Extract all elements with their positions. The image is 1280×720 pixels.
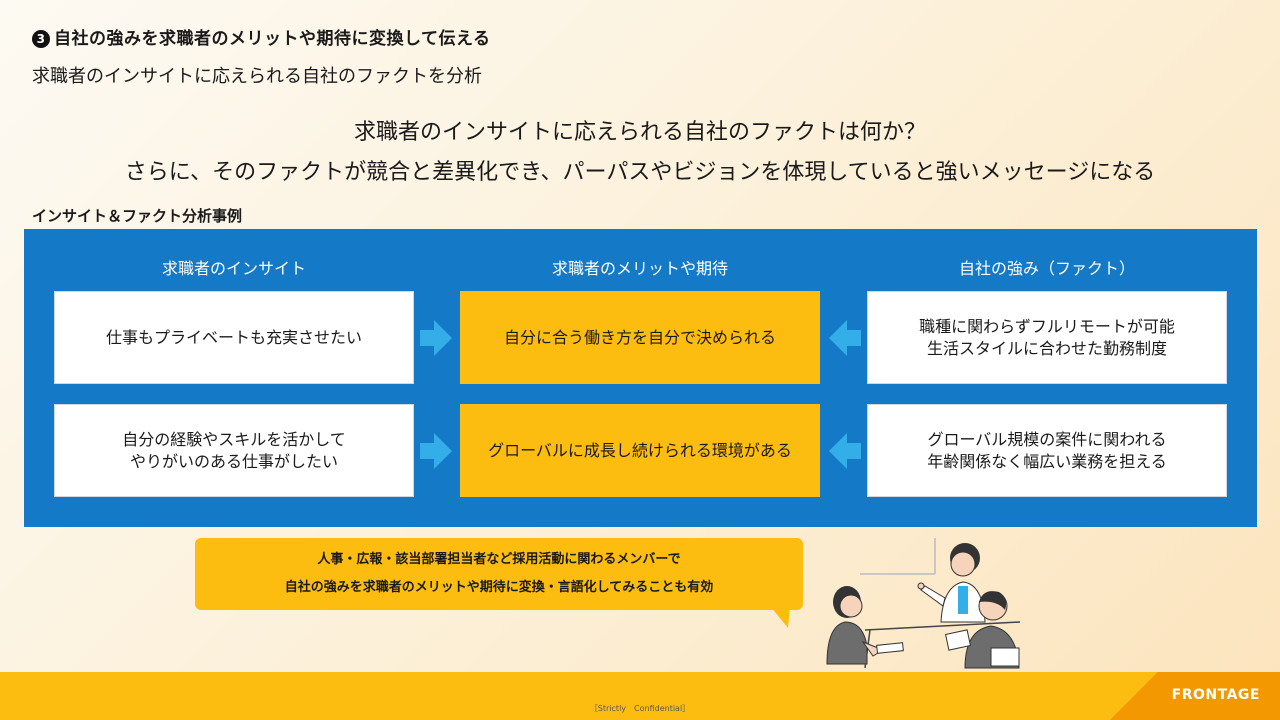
insight-text-line1: 自分の経験やスキルを活かして bbox=[122, 429, 346, 449]
callout-bubble: 人事・広報・該当部署担当者など採用活動に関わるメンバーで 自社の強みを求職者のメ… bbox=[195, 538, 803, 610]
brand-logo: FRONTAGE bbox=[1171, 687, 1260, 703]
insight-card: 自分の経験やスキルを活かして やりがいのある仕事がしたい bbox=[54, 404, 414, 497]
callout-line2: 自社の強みを求職者のメリットや期待に変換・言語化してみることも有効 bbox=[284, 580, 714, 595]
arrow-right-icon bbox=[420, 433, 452, 469]
lead-question: 求職者のインサイトに応えられる自社のファクトは何か？ bbox=[353, 120, 926, 145]
section-label: インサイト＆ファクト分析事例 bbox=[32, 207, 243, 225]
callout-line1: 人事・広報・該当部署担当者など採用活動に関わるメンバーで bbox=[317, 552, 681, 567]
meeting-illustration-icon bbox=[826, 538, 1021, 669]
callout-tail bbox=[770, 606, 790, 628]
insight-text: 仕事もプライベートも充実させたい bbox=[105, 327, 362, 347]
arrow-left-icon bbox=[829, 320, 861, 356]
merit-text: 自分に合う働き方を自分で決められる bbox=[503, 327, 776, 347]
fact-card: グローバル規模の案件に関われる 年齢関係なく幅広い業務を担える bbox=[867, 404, 1227, 497]
arrow-right-icon bbox=[420, 320, 452, 356]
confidential-label: ［Strictly Confidential］ bbox=[589, 704, 691, 713]
arrow-left-icon bbox=[829, 433, 861, 469]
merit-card: 自分に合う働き方を自分で決められる bbox=[460, 291, 820, 384]
insight-text-line2: やりがいのある仕事がしたい bbox=[129, 451, 338, 471]
merit-card: グローバルに成長し続けられる環境がある bbox=[460, 404, 820, 497]
fact-text-line2: 生活スタイルに合わせた勤務制度 bbox=[926, 338, 1167, 358]
column-header-insight: 求職者のインサイト bbox=[161, 259, 306, 278]
fact-text-line1: グローバル規模の案件に関われる bbox=[927, 429, 1167, 449]
merit-text: グローバルに成長し続けられる環境がある bbox=[488, 440, 792, 460]
footer-bar bbox=[0, 672, 1280, 720]
slide-heading-text: 自社の強みを求職者のメリットや期待に変換して伝える bbox=[54, 29, 491, 49]
column-header-merit: 求職者のメリットや期待 bbox=[551, 259, 728, 278]
number-badge: 3 bbox=[32, 30, 50, 48]
fact-text-line1: 職種に関わらずフルリモートが可能 bbox=[919, 316, 1175, 336]
insight-card: 仕事もプライベートも充実させたい bbox=[54, 291, 414, 384]
column-header-fact: 自社の強み（ファクト） bbox=[958, 259, 1135, 278]
fact-card: 職種に関わらずフルリモートが可能 生活スタイルに合わせた勤務制度 bbox=[867, 291, 1227, 384]
slide-subheading: 求職者のインサイトに応えられる自社のファクトを分析 bbox=[32, 66, 482, 87]
fact-text-line2: 年齢関係なく幅広い業務を担える bbox=[927, 451, 1167, 471]
lead-message: さらに、そのファクトが競合と差異化でき、パーパスやビジョンを体現していると強いメ… bbox=[124, 160, 1156, 185]
